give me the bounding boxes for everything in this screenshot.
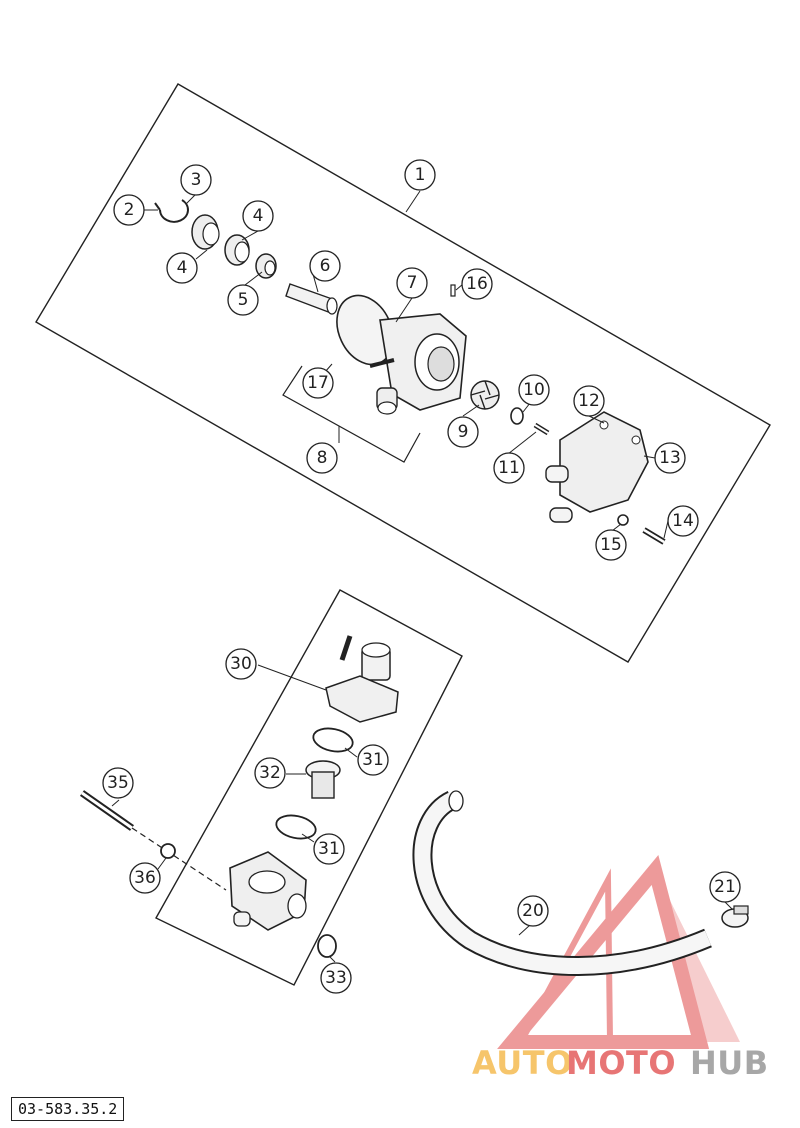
subassembly-bracket-8 bbox=[282, 365, 421, 463]
hose-clamp-part bbox=[721, 905, 749, 928]
bolt-part-35 bbox=[79, 790, 227, 891]
svg-text:7: 7 bbox=[407, 273, 418, 293]
svg-text:MOTO: MOTO bbox=[566, 1044, 676, 1082]
screw-part-11 bbox=[533, 422, 550, 436]
svg-text:31: 31 bbox=[318, 839, 340, 859]
svg-text:HUB: HUB bbox=[690, 1044, 769, 1082]
pump-housing-part bbox=[369, 313, 467, 415]
washer-part-36 bbox=[160, 843, 176, 859]
svg-text:14: 14 bbox=[672, 511, 694, 531]
circlip-part bbox=[154, 199, 189, 223]
callout-9: 9 bbox=[447, 416, 479, 448]
screw-part-14 bbox=[642, 527, 666, 545]
svg-text:32: 32 bbox=[259, 763, 281, 783]
svg-text:35: 35 bbox=[107, 773, 129, 793]
callout-20: 20 bbox=[517, 895, 549, 927]
o-ring-part-33 bbox=[317, 934, 337, 958]
pump-cover-part bbox=[545, 411, 649, 523]
svg-text:15: 15 bbox=[600, 535, 622, 555]
o-ring-part-31-lower bbox=[275, 814, 317, 840]
impeller-part bbox=[470, 380, 500, 410]
callout-7: 7 bbox=[396, 267, 428, 299]
washer-part-10 bbox=[510, 407, 524, 425]
callout-3: 3 bbox=[180, 164, 212, 196]
svg-text:31: 31 bbox=[362, 750, 384, 770]
svg-text:9: 9 bbox=[458, 422, 469, 442]
svg-text:33: 33 bbox=[325, 968, 347, 988]
callout-33: 33 bbox=[320, 962, 352, 994]
callout-13: 13 bbox=[654, 442, 686, 474]
dowel-pin-part bbox=[450, 284, 456, 297]
svg-text:4: 4 bbox=[253, 206, 264, 226]
callout-5: 5 bbox=[227, 284, 259, 316]
svg-text:13: 13 bbox=[659, 448, 681, 468]
o-ring-part-31-upper bbox=[312, 727, 354, 753]
seal-part-5 bbox=[255, 253, 277, 279]
callout-4-lower: 4 bbox=[166, 252, 198, 284]
thermostat-group-frame bbox=[155, 589, 463, 986]
thermostat-housing-part bbox=[229, 851, 307, 931]
svg-text:21: 21 bbox=[714, 877, 736, 897]
callout-36: 36 bbox=[129, 862, 161, 894]
callout-14: 14 bbox=[667, 505, 699, 537]
svg-text:4: 4 bbox=[177, 258, 188, 278]
drawing-reference-number: 03-583.35.2 bbox=[11, 1097, 125, 1121]
thermostat-part bbox=[305, 760, 341, 799]
callout-1: 1 bbox=[404, 159, 436, 191]
callout-17: 17 bbox=[302, 367, 334, 399]
svg-text:16: 16 bbox=[466, 274, 488, 294]
svg-text:17: 17 bbox=[307, 373, 329, 393]
svg-text:10: 10 bbox=[523, 380, 545, 400]
callout-31-upper: 31 bbox=[357, 744, 389, 776]
svg-text:2: 2 bbox=[124, 200, 135, 220]
callout-30: 30 bbox=[225, 648, 257, 680]
o-ring-part-15 bbox=[617, 514, 629, 526]
callout-4-upper: 4 bbox=[242, 200, 274, 232]
svg-text:11: 11 bbox=[498, 458, 520, 478]
callout-35: 35 bbox=[102, 767, 134, 799]
svg-text:6: 6 bbox=[320, 256, 331, 276]
svg-text:AUTO: AUTO bbox=[472, 1044, 573, 1082]
svg-text:20: 20 bbox=[522, 901, 544, 921]
water-pump-group-frame bbox=[35, 83, 771, 663]
callout-12: 12 bbox=[573, 385, 605, 417]
callout-15: 15 bbox=[595, 529, 627, 561]
svg-text:5: 5 bbox=[238, 290, 249, 310]
callout-32: 32 bbox=[254, 757, 286, 789]
svg-text:3: 3 bbox=[191, 170, 202, 190]
callout-11: 11 bbox=[493, 452, 525, 484]
thermostat-cover-part bbox=[325, 635, 399, 723]
callout-31-lower: 31 bbox=[313, 833, 345, 865]
svg-text:36: 36 bbox=[134, 868, 156, 888]
watermark-text: AUTO MOTO HUB bbox=[472, 1044, 769, 1082]
callout-16: 16 bbox=[461, 268, 493, 300]
seal-part-4 bbox=[224, 234, 250, 266]
callout-10: 10 bbox=[518, 374, 550, 406]
pump-shaft-part bbox=[285, 283, 338, 315]
bearing-part-3 bbox=[191, 214, 220, 250]
svg-text:1: 1 bbox=[415, 165, 426, 185]
svg-text:12: 12 bbox=[578, 391, 600, 411]
callout-2: 2 bbox=[113, 194, 145, 226]
callout-21: 21 bbox=[709, 871, 741, 903]
svg-text:8: 8 bbox=[317, 448, 328, 468]
callout-6: 6 bbox=[309, 250, 341, 282]
callout-8: 8 bbox=[306, 442, 338, 474]
svg-text:30: 30 bbox=[230, 654, 252, 674]
